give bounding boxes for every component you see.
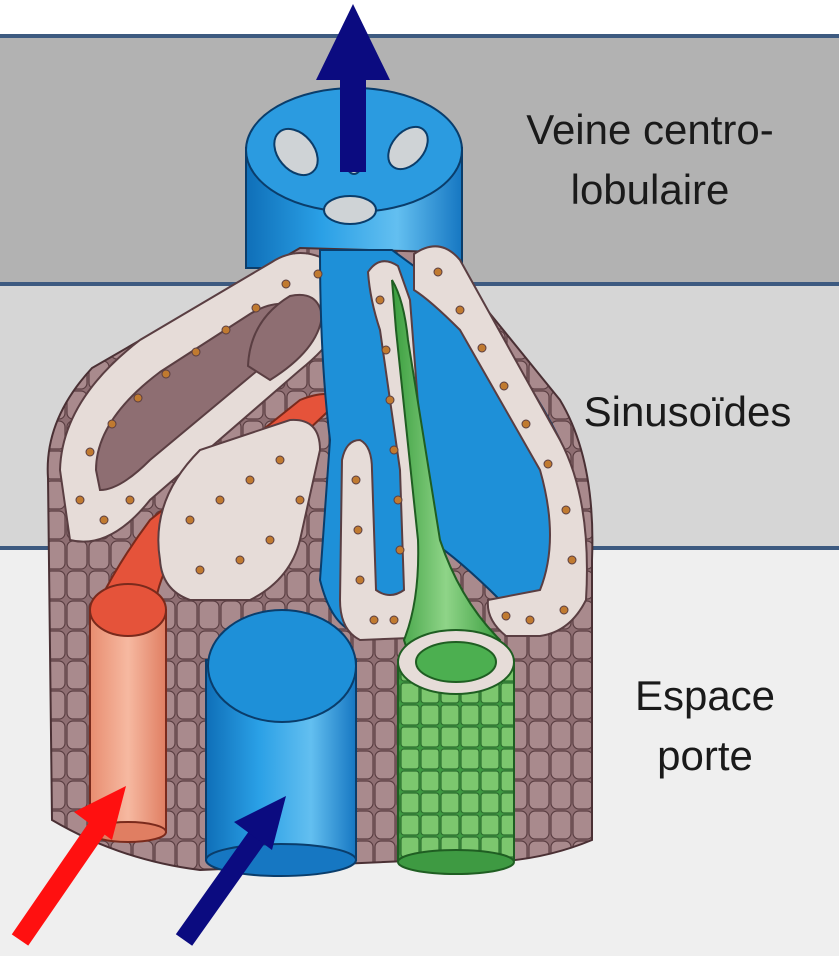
label-central-vein: Veine centro- lobulaire xyxy=(470,100,830,220)
label-central-vein-line1: Veine centro- xyxy=(470,100,830,160)
label-portal-space: Espace porte xyxy=(590,666,820,786)
label-portal-space-line2: porte xyxy=(590,726,820,786)
bile-duct xyxy=(398,630,514,874)
label-sinusoids: Sinusoïdes xyxy=(540,382,835,442)
portal-vein xyxy=(206,610,356,876)
label-portal-space-line1: Espace xyxy=(590,666,820,726)
label-central-vein-line2: lobulaire xyxy=(470,160,830,220)
